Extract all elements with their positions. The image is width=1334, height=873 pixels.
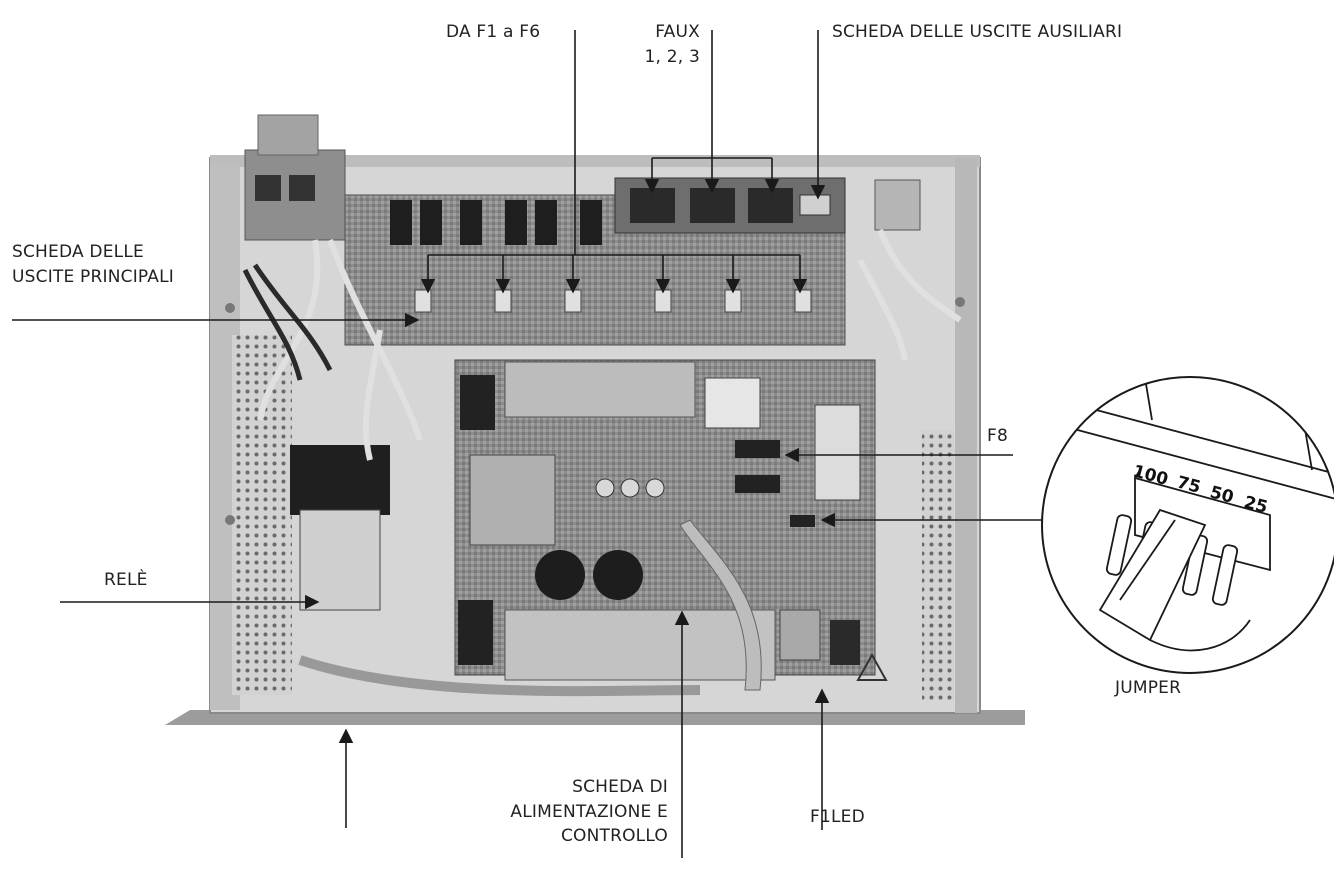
jumper-scale-labels: 100 75 50 25 <box>1131 462 1270 518</box>
device-photo <box>165 114 1025 725</box>
aux-fuse-holder <box>630 188 675 223</box>
fuse-holder-f8 <box>735 440 780 458</box>
detail-jumper-cap <box>1098 508 1207 642</box>
label-main-board-line2: USCITE PRINCIPALI <box>12 266 175 287</box>
label-main-board-line1: SCHEDA DELLE <box>12 242 144 262</box>
relay-small <box>704 377 761 429</box>
filter-coil <box>779 609 821 661</box>
connector-f1led <box>830 620 860 665</box>
aux-fuse-holder <box>690 188 735 223</box>
label-faux-line1: FAUX <box>655 22 700 42</box>
main-relays <box>390 200 602 245</box>
detail-finger <box>1149 619 1251 652</box>
heatsink-top <box>504 361 696 418</box>
detail-header-edge <box>1134 469 1141 479</box>
jumper-header <box>790 515 815 527</box>
screw <box>955 297 965 307</box>
terminal-cover <box>257 114 319 156</box>
capacitor <box>593 550 643 600</box>
label-faux: FAUX 1, 2, 3 <box>630 20 700 69</box>
screw <box>225 303 235 313</box>
fuse-holder <box>735 475 780 493</box>
label-power-board-line2: ALIMENTAZIONE E <box>510 801 668 822</box>
relay-block <box>290 445 390 515</box>
detail-board-edge <box>1042 419 1334 501</box>
switch <box>458 600 493 665</box>
wires <box>257 228 962 461</box>
left-perforation <box>232 335 292 695</box>
terminal-screw <box>289 175 315 201</box>
screw <box>225 515 235 525</box>
label-power-board: SCHEDA DI ALIMENTAZIONE E CONTROLLO <box>480 775 668 849</box>
heatsink-bottom <box>504 609 776 681</box>
detail-jumper-cap-edge <box>1119 519 1176 601</box>
capacitor-small <box>620 478 640 498</box>
right-perforation <box>922 430 954 700</box>
switch <box>460 375 495 430</box>
right-wall <box>955 158 977 713</box>
aux-connector <box>799 194 831 216</box>
label-f8: F8 <box>987 426 1008 446</box>
capacitor-small <box>595 478 615 498</box>
label-fuses-f1-f6: DA F1 a F6 <box>446 22 541 42</box>
warning-icon <box>856 652 888 681</box>
label-relay: RELÈ <box>104 570 148 590</box>
label-faux-line2: 1, 2, 3 <box>644 46 700 67</box>
capacitor-small <box>645 478 665 498</box>
label-jumper: JUMPER <box>1115 678 1182 698</box>
aux-fuse-holder <box>748 188 793 223</box>
label-power-board-line3: CONTROLLO <box>560 826 668 847</box>
callout-lines <box>12 30 1042 858</box>
label-aux-board: SCHEDA DELLE USCITE AUSILIARI <box>832 22 1123 42</box>
label-f1led: F1LED <box>810 807 865 827</box>
capacitor <box>535 550 585 600</box>
transformer-small <box>874 179 921 231</box>
detail-pin <box>1211 544 1239 606</box>
ribbon-cable-bottom <box>298 655 701 697</box>
terminal-strip <box>814 404 861 501</box>
label-power-board-line1: SCHEDA DI <box>572 777 668 797</box>
chassis-top-rail <box>210 155 980 167</box>
detail-component <box>1144 377 1153 421</box>
detail-pin <box>1105 514 1133 576</box>
ribbon-cable <box>679 519 762 691</box>
detail-pin <box>1181 534 1209 596</box>
transformer-main <box>469 454 556 546</box>
label-main-board: SCHEDA DELLE USCITE PRINCIPALI <box>12 240 174 289</box>
jumper-detail: 100 75 50 25 <box>1041 376 1334 674</box>
terminal-screw <box>255 175 281 201</box>
relay-body <box>299 509 381 611</box>
